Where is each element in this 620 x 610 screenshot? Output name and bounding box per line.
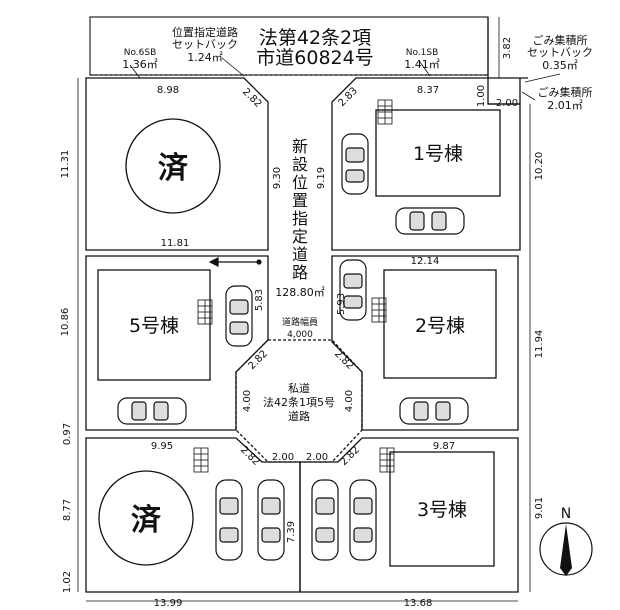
dim-898: 8.98 [157,85,179,96]
garbage-setback-line2: セットバック [527,46,593,59]
car-5-horizontal [117,397,187,425]
no6sb-label: No.6SB [124,48,157,58]
setback-road-line2: セットバック [172,38,238,51]
dim-097: 0.97 [62,423,73,445]
garbage-area: 2.01㎡ [547,99,583,112]
house-2-footprint [383,269,497,379]
no6sb-area: 1.36㎡ [122,58,158,71]
north-compass: N [539,506,593,576]
no1sb-area: 1.41㎡ [404,58,440,71]
lot-sold-north [85,77,269,251]
house-3-footprint [389,451,495,567]
dim-837: 8.37 [417,85,439,96]
road-width-label: 道路幅員 [282,316,318,328]
new-road-char-0: 新 [292,137,308,156]
dim-1368: 13.68 [404,598,433,609]
north-label: N [561,506,571,522]
dim-1194: 11.94 [534,330,545,359]
new-road-char-2: 位 [292,173,308,192]
new-road-char-1: 設 [292,155,308,174]
road-width-value: 4,000 [287,330,313,340]
dim-1214: 12.14 [411,256,440,267]
dim-282a: 2.82 [240,86,264,110]
house-3-label: 3号棟 [417,499,467,521]
meter-boxes [193,99,395,473]
house-5-footprint [97,269,211,381]
private-road-line1: 私道 [288,381,310,395]
private-road-line2: 法42条1項5号 [263,395,335,409]
house-5-label: 5号棟 [129,315,179,337]
new-road-char-6: 道 [292,245,308,264]
new-road-area: 128.80㎡ [275,286,325,299]
dim-283: 2.83 [336,85,360,109]
dim-995: 9.95 [151,441,173,452]
dim-930: 9.30 [272,167,283,189]
dim-1086: 10.86 [60,308,71,337]
dim-200c: 2.00 [306,452,328,463]
dim-400a: 4.00 [242,390,253,412]
dim-1131: 11.31 [60,150,71,179]
house-2-label: 2号棟 [415,315,465,337]
sold-circle-north [125,118,221,214]
top-road-line2: 市道60824号 [256,47,373,69]
dim-400b: 4.00 [344,390,355,412]
house-1-label: 1号棟 [413,143,463,165]
dim-382: 3.82 [502,37,513,59]
car-south-1 [215,479,243,561]
lot-house-1 [331,77,521,251]
car-1-horizontal [395,207,465,235]
dim-877: 8.77 [62,499,73,521]
dim-200b: 2.00 [272,452,294,463]
car-5-vertical [225,285,253,347]
dim-1399: 13.99 [154,598,183,609]
dim-1020: 10.20 [534,152,545,181]
dim-987: 9.87 [433,441,455,452]
car-south-4 [349,479,377,561]
new-road-char-3: 置 [292,191,308,210]
car-2-vertical [339,259,367,321]
setback-road-line1: 位置指定道路 [172,25,238,39]
private-road-octagon [235,339,363,463]
dim-200a: 2.00 [496,98,518,109]
dim-102: 1.02 [62,571,73,593]
garbage-setback-area: 0.35㎡ [542,59,578,72]
new-road-char-4: 指 [292,209,308,228]
dim-919: 9.19 [316,167,327,189]
setback-road-area: 1.24㎡ [187,51,223,64]
dim-739: 7.39 [286,521,297,543]
dim-1181: 11.81 [161,238,190,249]
dim-583: 5.83 [254,289,265,311]
top-road-line1: 法第42条2項 [259,27,371,49]
dim-593: 5.93 [336,293,347,315]
dim-100: 1.00 [476,85,487,107]
sold-circle-south [98,470,194,566]
garbage-label: ごみ集積所 [538,85,593,99]
car-2-horizontal [399,397,469,425]
lot-house-3 [299,437,519,593]
private-road-line3: 道路 [288,409,310,423]
car-1-vertical [341,133,369,195]
dim-282b: 2.82 [246,348,270,372]
sold-mark-south: 済 [131,503,162,538]
new-road-char-7: 路 [292,263,308,282]
dim-282e: 2.82 [338,444,362,468]
dim-901: 9.01 [534,497,545,519]
arrow-left-icon [208,257,262,267]
dim-282c: 2.82 [332,348,356,372]
new-road-char-5: 定 [292,227,308,246]
garbage-setback-line1: ごみ集積所 [533,33,588,47]
sold-mark-north: 済 [158,151,189,186]
no1sb-label: No.1SB [406,48,439,58]
car-south-2 [257,479,285,561]
house-1-footprint [375,109,501,197]
dim-282d: 2.82 [238,444,262,468]
car-south-3 [311,479,339,561]
